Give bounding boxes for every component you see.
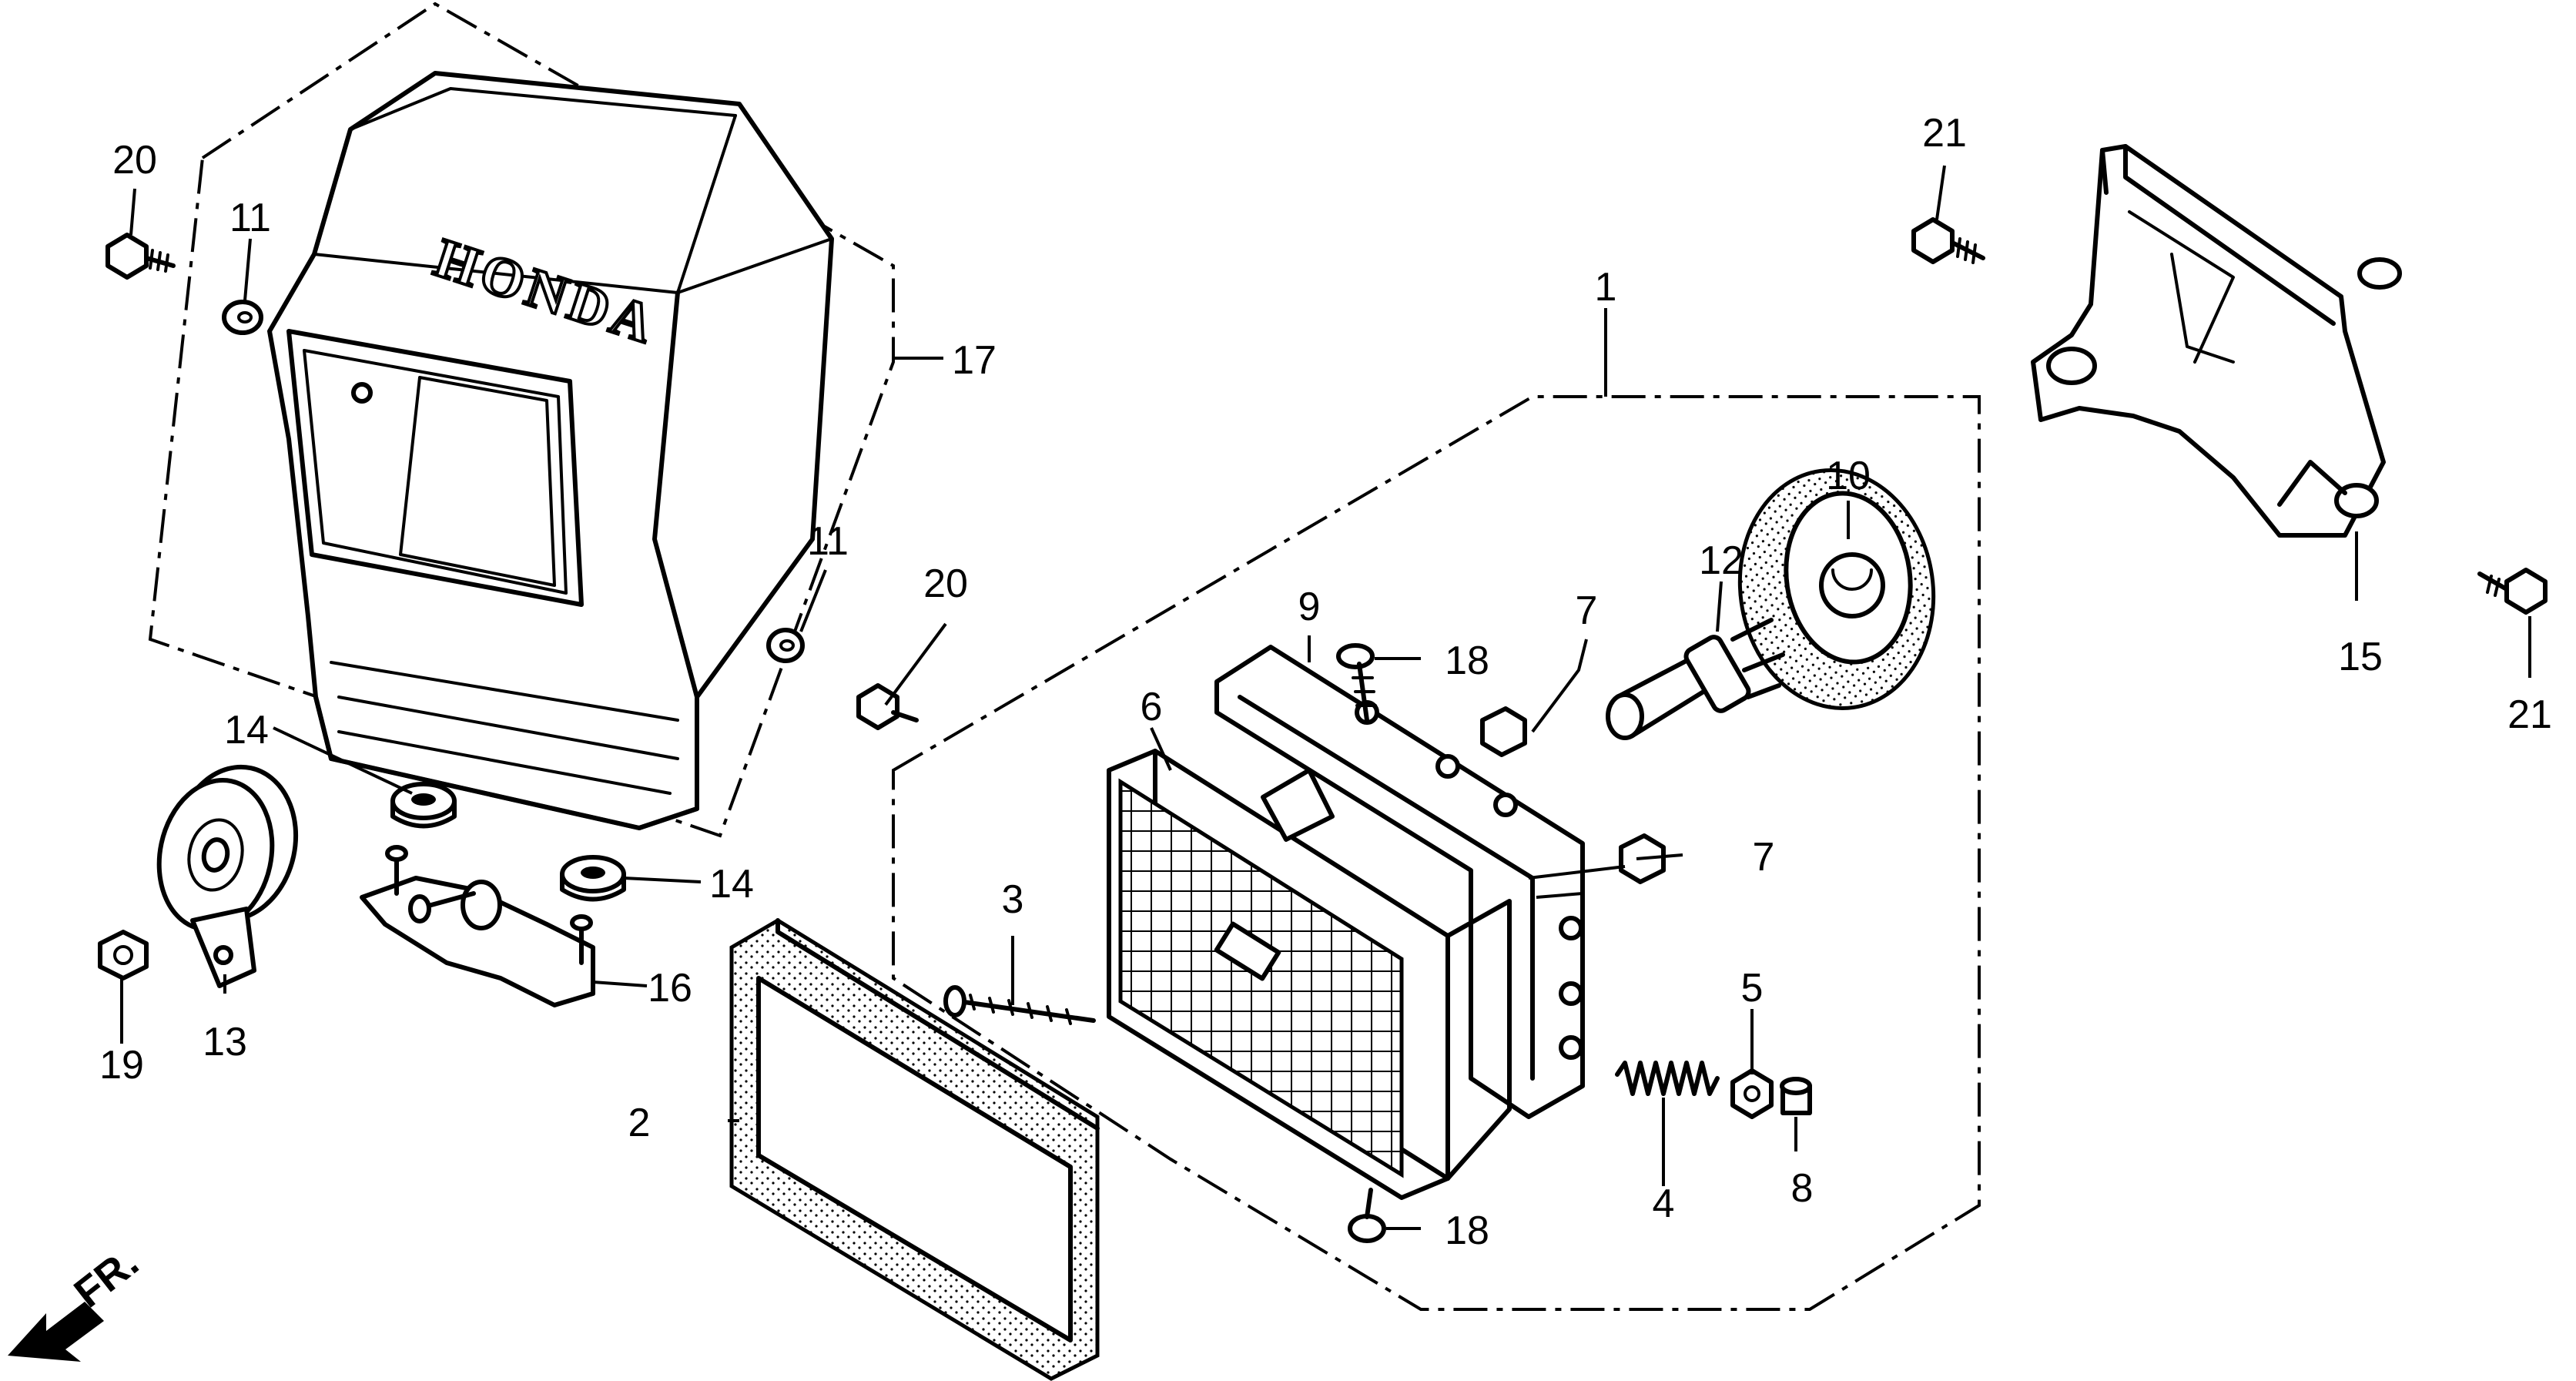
callout-15: 15 <box>2338 635 2383 679</box>
callout-20-upper: 20 <box>112 138 157 183</box>
cowl-grommet-upper <box>222 300 263 335</box>
adjusting-nut <box>1730 1068 1774 1119</box>
front-arrow-icon <box>8 1302 104 1362</box>
headlight-rim <box>729 918 1100 1381</box>
callout-8: 8 <box>1791 1166 1814 1211</box>
adjusting-screw <box>943 985 1096 1025</box>
callout-9: 9 <box>1298 585 1321 629</box>
callout-16: 16 <box>648 966 692 1011</box>
screw-lower <box>1348 1188 1386 1243</box>
callout-2: 2 <box>628 1101 651 1145</box>
callout-11-lower: 11 <box>807 519 849 564</box>
flange-bolt-20-center <box>856 683 919 730</box>
callout-1: 1 <box>1595 265 1617 310</box>
headlight-case <box>1214 645 1585 1119</box>
callout-18-lower: 18 <box>1445 1208 1489 1253</box>
headlight-group-outline <box>892 395 1981 1311</box>
horn <box>156 764 299 988</box>
horn-bracket <box>360 845 595 1007</box>
flange-bolt-21-top <box>1911 217 1985 264</box>
front-direction-indicator: FR. <box>8 1239 147 1362</box>
callout-5: 5 <box>1741 966 1764 1011</box>
callout-21-upper: 21 <box>1922 111 1967 156</box>
callout-21-lower: 21 <box>2507 692 2552 737</box>
grommet-upper <box>390 782 457 829</box>
flange-nut-19 <box>98 930 149 980</box>
callout-7-upper: 7 <box>1576 588 1598 633</box>
flange-bolt-20-left <box>106 233 176 280</box>
callout-4: 4 <box>1653 1182 1675 1226</box>
callout-14-lower: 14 <box>709 862 754 907</box>
callout-6: 6 <box>1141 685 1163 729</box>
grommet-lower <box>560 855 626 902</box>
callout-18-upper: 18 <box>1445 639 1489 683</box>
collar <box>1780 1077 1812 1115</box>
callout-17: 17 <box>952 338 997 383</box>
callout-7-lower: 7 <box>1753 835 1775 880</box>
cowl-grommet-lower <box>766 628 805 663</box>
socket-cover <box>1737 468 1936 710</box>
callout-10: 10 <box>1826 454 1871 498</box>
screw-upper <box>1336 643 1377 722</box>
callout-20-lower: 20 <box>923 561 968 606</box>
callout-numbers: 1 2 3 4 5 6 7 7 8 9 10 11 11 12 13 14 14… <box>99 111 2552 1253</box>
callout-13: 13 <box>203 1020 247 1064</box>
callout-11-upper: 11 <box>229 196 271 240</box>
callout-19: 19 <box>99 1043 144 1088</box>
flange-bolt-21-right <box>2477 568 2548 615</box>
leader-lines <box>120 165 2531 1230</box>
callout-14-upper: 14 <box>224 708 269 753</box>
adjusting-spring <box>1615 1061 1720 1096</box>
headlight-stay-bracket <box>2031 144 2402 538</box>
cowl-group-outline <box>148 2 895 838</box>
headlight-unit <box>1107 749 1512 1200</box>
callout-12: 12 <box>1699 538 1744 583</box>
headlight-bulb <box>1606 618 1785 740</box>
clip-nut-upper <box>1480 706 1527 757</box>
front-label: FR. <box>65 1239 146 1317</box>
headlight-cowl: HONDA <box>267 71 834 830</box>
callout-3: 3 <box>1002 877 1024 922</box>
